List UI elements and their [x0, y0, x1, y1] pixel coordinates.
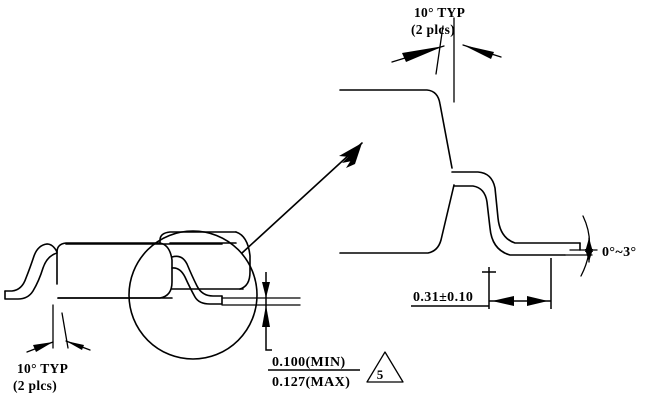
left-lead-lower-contour [4, 252, 58, 300]
detail-leader-arrow-1 [339, 143, 362, 157]
detail-circle [128, 230, 258, 360]
foot-angle-label: 0°~3° [602, 245, 636, 260]
standoff-dim-elbow [265, 336, 272, 351]
body-rear-right-edge [235, 231, 251, 290]
detail-leader-arrow-2 [342, 143, 362, 163]
angle-bl-slant-line [61, 312, 69, 349]
body-left-top-corner [46, 243, 58, 253]
foot-angle-callout: 0°~3° [569, 215, 636, 277]
standoff-dimension-group: 0.100(MIN) 0.127(MAX) [262, 272, 360, 390]
foot-dim-arrow-left [492, 296, 514, 306]
standoff-arrow-up [262, 282, 270, 298]
standoff-max-label: 0.127(MAX) [272, 375, 350, 390]
detail-circle-group [128, 142, 363, 360]
detail-body-top-and-draft-left [339, 89, 453, 169]
standoff-arrow-down [262, 305, 270, 327]
detail-lead-upper-contour [451, 171, 581, 244]
right-lead-lower-contour [171, 267, 223, 305]
foot-angle-arrow-down [585, 249, 593, 262]
foot-length-dimension-group: 0.31±0.10 [411, 258, 552, 309]
detail-lead-lower-contour [453, 185, 566, 256]
lead-detail-enlarged [339, 89, 593, 256]
note-flag-number: 5 [377, 367, 384, 382]
body-front-face-right [57, 242, 173, 299]
right-lead-upper-contour [171, 255, 223, 297]
angle-top-left-arrowhead [402, 46, 444, 62]
angle-top-right-arrowhead [463, 45, 494, 59]
standoff-min-label: 0.100(MIN) [272, 355, 346, 370]
detail-leader-line [241, 142, 363, 254]
body-top-left-edge [56, 231, 237, 285]
angle-bl-right-arrowhead [66, 341, 84, 350]
angle-callout-bottom-left: 10° TYP (2 plcs) [13, 304, 91, 393]
left-lead-upper-contour [4, 243, 48, 292]
angle-bl-label-line1: 10° TYP [17, 361, 68, 376]
angle-callout-top: 10° TYP (2 plcs) [391, 5, 502, 103]
foot-length-label: 0.31±0.10 [413, 290, 473, 305]
detail-leader-arrow-3 [346, 143, 362, 168]
angle-top-label-line2: (2 plcs) [411, 22, 455, 37]
angle-bl-label-line2: (2 plcs) [13, 378, 57, 393]
angle-bl-left-arrowhead [33, 342, 53, 352]
foot-angle-arrow-up [585, 238, 593, 252]
angle-top-label-line1: 10° TYP [414, 5, 465, 20]
detail-body-bottom-and-draft [339, 184, 455, 254]
package-side-view [4, 231, 301, 306]
note-flag-group: 5 [366, 351, 404, 383]
note-flag-triangle [366, 351, 404, 383]
angle-top-slant-line [435, 25, 444, 75]
foot-dim-arrow-right [527, 296, 548, 306]
